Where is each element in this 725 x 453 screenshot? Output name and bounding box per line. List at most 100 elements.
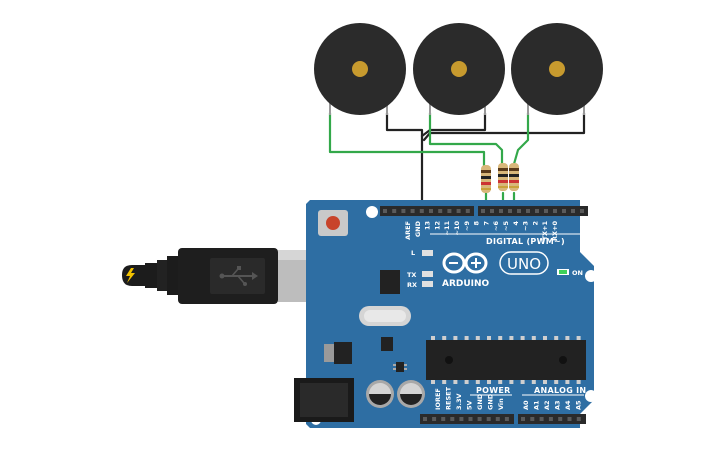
ground-wire-buzzer-1[interactable] xyxy=(385,111,424,214)
signal-wire-buzzer-1[interactable] xyxy=(328,111,486,168)
resistor-1[interactable] xyxy=(481,165,491,193)
header-socket[interactable] xyxy=(530,417,535,421)
header-socket[interactable] xyxy=(504,417,509,421)
header-socket[interactable] xyxy=(383,209,387,213)
header-socket[interactable] xyxy=(517,209,521,213)
power-pin-label: IOREF xyxy=(434,388,442,410)
resistor-3[interactable] xyxy=(509,163,519,191)
header-socket[interactable] xyxy=(432,417,437,421)
header-socket[interactable] xyxy=(499,209,503,213)
header-socket[interactable] xyxy=(562,209,566,213)
chip-pin xyxy=(464,380,469,384)
buzzer-2[interactable] xyxy=(413,23,505,115)
chip-pin xyxy=(531,336,536,340)
header-socket[interactable] xyxy=(490,209,494,213)
chip-pin xyxy=(453,380,458,384)
analog-pin-label: A0 xyxy=(522,400,530,410)
header-socket[interactable] xyxy=(580,209,584,213)
ground-wire-buzzer-3[interactable] xyxy=(422,111,586,142)
chip-pin xyxy=(498,336,503,340)
header-socket[interactable] xyxy=(526,209,530,213)
reset-button[interactable] xyxy=(318,210,348,236)
header-socket[interactable] xyxy=(535,209,539,213)
header-socket[interactable] xyxy=(508,209,512,213)
header-socket[interactable] xyxy=(392,209,397,213)
ground-wire-buzzer-2[interactable] xyxy=(420,111,487,138)
digital-pin-label: RX+0 xyxy=(551,221,559,241)
buzzer-1[interactable] xyxy=(314,23,406,115)
digital-pin-label: ~3 xyxy=(522,221,530,231)
chip-pin xyxy=(520,336,525,340)
header-socket[interactable] xyxy=(438,209,443,213)
header-socket[interactable] xyxy=(450,417,455,421)
digital-header[interactable] xyxy=(380,206,588,216)
microcontroller-chip xyxy=(426,336,586,384)
header-socket[interactable] xyxy=(486,417,491,421)
chip-pin xyxy=(431,336,435,340)
power-led: ON xyxy=(557,269,583,277)
usb-chip xyxy=(380,270,400,294)
header-socket[interactable] xyxy=(456,209,461,213)
power-label: POWER xyxy=(476,386,511,395)
header-socket[interactable] xyxy=(558,417,563,421)
chip-pin xyxy=(576,380,581,384)
header-socket[interactable] xyxy=(571,209,575,213)
header-socket[interactable] xyxy=(429,209,433,213)
signal-wire-buzzer-3[interactable] xyxy=(512,111,530,166)
led-label-l: L xyxy=(411,249,415,257)
buzzer-3[interactable] xyxy=(511,23,603,115)
header-socket[interactable] xyxy=(468,417,473,421)
chip-pin xyxy=(520,380,525,384)
brand-label: ARDUINO xyxy=(442,279,490,289)
svg-text:ON: ON xyxy=(572,269,583,277)
analog-header[interactable] xyxy=(518,414,586,424)
transistor xyxy=(393,362,407,372)
header-socket[interactable] xyxy=(548,417,553,421)
analog-pin-label: A3 xyxy=(554,400,562,410)
header-socket[interactable] xyxy=(423,417,427,421)
status-leds: L TX RX xyxy=(407,249,433,289)
digital-pin-label: 13 xyxy=(424,221,432,230)
arduino-logo xyxy=(442,252,488,274)
digital-pin-label: AREF xyxy=(404,221,412,240)
power-header[interactable] xyxy=(420,414,514,424)
digital-pin-label: ~9 xyxy=(463,221,471,231)
chip-pin xyxy=(543,380,547,384)
chip-pin xyxy=(565,336,570,340)
model-label: UNO xyxy=(507,255,541,273)
header-socket[interactable] xyxy=(495,417,500,421)
header-socket[interactable] xyxy=(447,209,452,213)
header-socket[interactable] xyxy=(544,209,548,213)
header-socket[interactable] xyxy=(521,417,525,421)
header-socket[interactable] xyxy=(553,209,557,213)
digital-pin-label: 4 xyxy=(512,221,520,226)
header-socket[interactable] xyxy=(477,417,482,421)
header-socket[interactable] xyxy=(441,417,446,421)
voltage-regulator xyxy=(324,342,352,364)
digital-pin-label: 12 xyxy=(433,221,441,230)
header-socket[interactable] xyxy=(567,417,572,421)
header-socket[interactable] xyxy=(401,209,406,213)
header-socket[interactable] xyxy=(539,417,544,421)
chip-pin xyxy=(554,380,559,384)
buzzer-3-center xyxy=(549,61,565,77)
header-socket[interactable] xyxy=(419,209,424,213)
digital-pin-label: 2 xyxy=(531,221,539,226)
chip-pin xyxy=(487,336,491,340)
header-socket[interactable] xyxy=(465,209,470,213)
header-socket[interactable] xyxy=(481,209,485,213)
power-jack[interactable] xyxy=(294,378,354,422)
capacitor-2 xyxy=(397,380,425,408)
header-socket[interactable] xyxy=(459,417,464,421)
power-pin-label: 3.3V xyxy=(455,393,463,410)
signal-wire-buzzer-2[interactable] xyxy=(428,111,504,166)
chip-pin xyxy=(453,336,458,340)
header-socket[interactable] xyxy=(410,209,415,213)
digital-pin-label: TX+1 xyxy=(541,221,549,241)
header-socket[interactable] xyxy=(576,417,581,421)
resistor-2[interactable] xyxy=(498,163,508,191)
buzzer-2-center xyxy=(451,61,467,77)
